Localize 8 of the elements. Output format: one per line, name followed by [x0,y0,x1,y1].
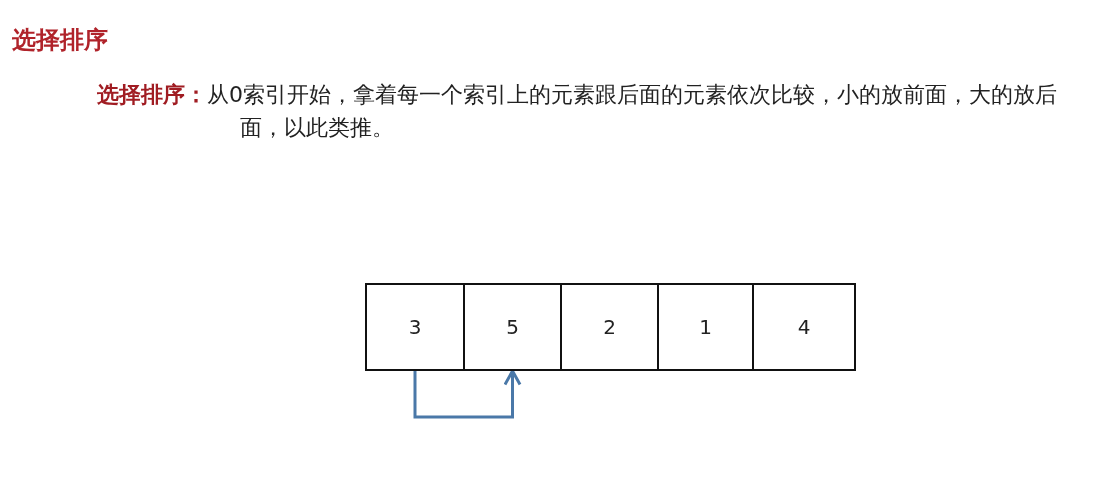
array-cell: 4 [752,283,856,371]
heading: 选择排序 [12,25,108,56]
array-cell: 1 [657,283,754,371]
array-cell: 2 [560,283,659,371]
array-cell: 3 [365,283,465,371]
array-cell: 5 [463,283,562,371]
arrow [413,369,522,419]
definition-text: 选择排序：从0索引开始，拿着每一个索引上的元素跟后面的元素依次比较，小的放前面，大的放后面，以此类推。 [97,81,1058,142]
